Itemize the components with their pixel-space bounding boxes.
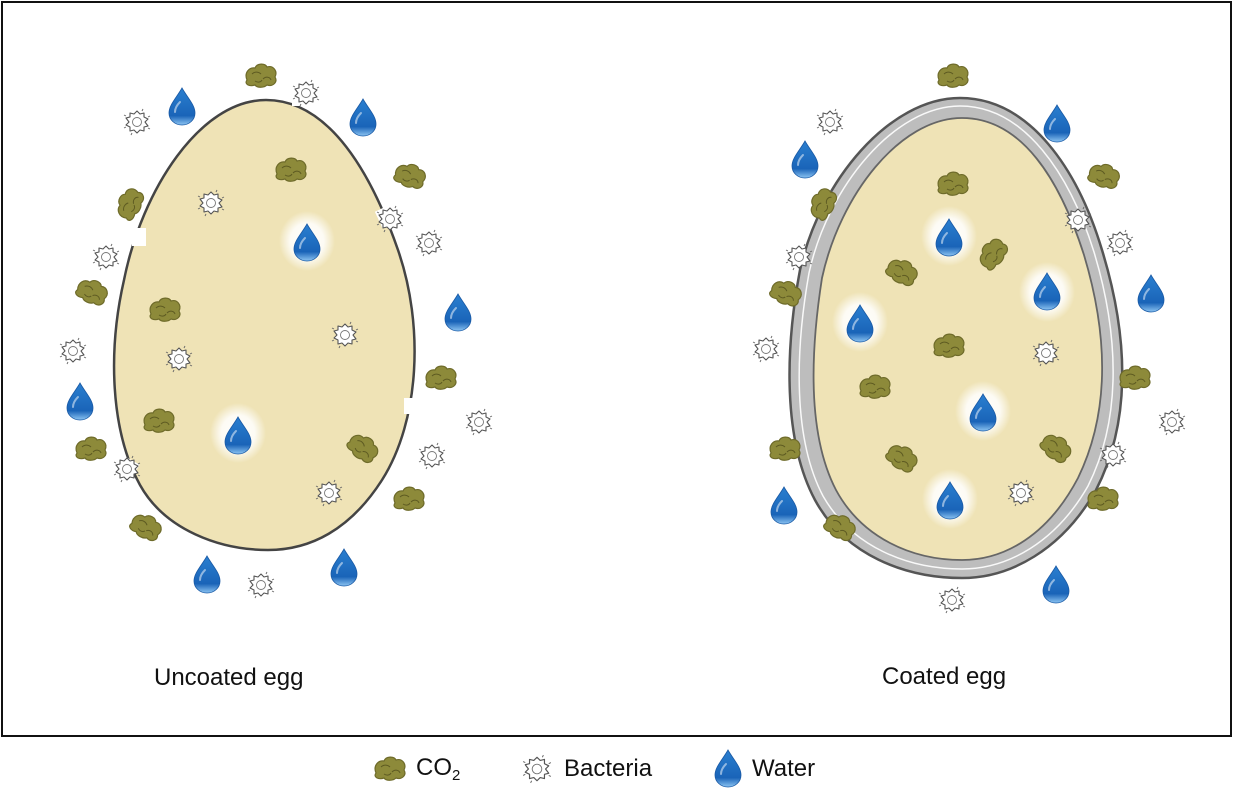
caption-coated-egg: Coated egg: [882, 663, 1007, 690]
co2-particle-icon: [75, 436, 107, 461]
uncoated-egg-group: [59, 63, 493, 599]
shell-pore: [404, 398, 416, 414]
co2-particle-icon: [769, 436, 801, 461]
water-drop-icon: [330, 548, 358, 587]
uncoated-egg-body: [112, 98, 416, 552]
co2-particle-icon: [126, 508, 166, 545]
bacteria-icon: [92, 243, 120, 271]
coated-egg-group: [752, 63, 1186, 614]
legend-item-water: Water: [714, 749, 816, 788]
water-drop-icon: [714, 749, 742, 788]
bacteria-icon: [752, 335, 780, 363]
co2-particle-icon: [374, 756, 406, 781]
co2-particle-icon: [937, 63, 969, 88]
water-drop-icon: [791, 140, 819, 179]
co2-particle-icon: [73, 274, 112, 310]
bacteria-icon: [816, 108, 844, 136]
bacteria-icon: [1106, 229, 1134, 257]
coating-inner-line: [798, 105, 1114, 570]
bacteria-icon: [123, 108, 151, 136]
bacteria-icon: [418, 442, 446, 470]
bacteria-icon: [522, 754, 552, 784]
co2-particle-icon: [425, 365, 457, 390]
co2-particle-icon: [391, 159, 429, 193]
legend-co2-text: CO: [416, 754, 452, 781]
caption-uncoated-egg: Uncoated egg: [154, 664, 304, 691]
co2-particle-icon: [1085, 159, 1123, 193]
water-drop-icon: [349, 98, 377, 137]
bacteria-icon: [59, 337, 87, 365]
water-drop-icon: [1043, 104, 1071, 143]
legend-item-co2: CO2: [374, 752, 460, 786]
water-drop-icon: [1137, 274, 1165, 313]
bacteria-icon: [465, 408, 493, 436]
water-drop-icon: [1042, 565, 1070, 604]
co2-particle-icon: [245, 63, 277, 88]
legend-item-bacteria: Bacteria: [520, 752, 652, 786]
legend-co2-subscript: 2: [452, 767, 461, 784]
bacteria-icon: [938, 586, 966, 614]
co2-particle-icon: [393, 486, 425, 511]
water-drop-icon: [770, 486, 798, 525]
co2-particle-icon: [1119, 365, 1151, 390]
legend-label-water: Water: [752, 755, 816, 782]
diagram-canvas: [59, 63, 1186, 614]
bacteria-icon: [247, 571, 275, 599]
water-drop-icon: [66, 382, 94, 421]
water-drop-icon: [193, 555, 221, 594]
bacteria-icon: [1158, 408, 1186, 436]
legend-label-co2: CO2: [416, 754, 460, 784]
bacteria-icon: [415, 229, 443, 257]
water-drop-icon: [444, 293, 472, 332]
water-drop-icon: [168, 87, 196, 126]
shell-pore: [132, 228, 146, 246]
legend-label-bacteria: Bacteria: [564, 755, 653, 782]
